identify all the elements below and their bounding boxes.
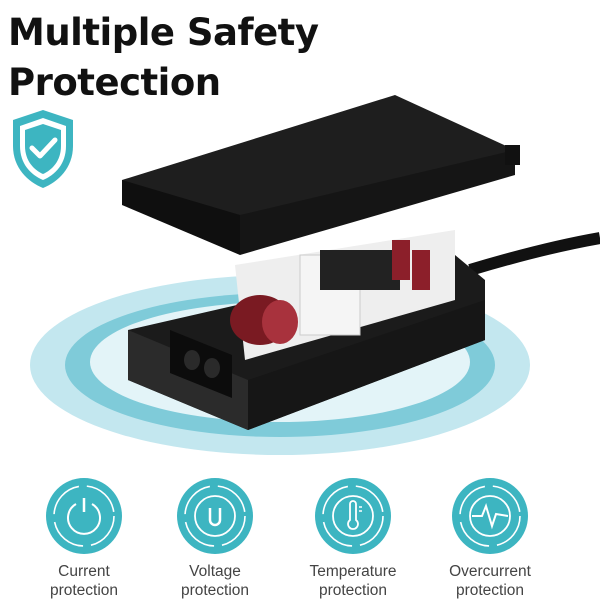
feature-current-protection: Current protection — [14, 476, 154, 600]
feature-label-line-2: protection — [455, 582, 525, 599]
adapter-lid — [122, 95, 515, 235]
headline-line-2: Protection — [8, 61, 221, 104]
headline: Multiple Safety Protection — [8, 8, 319, 108]
power-icon — [46, 478, 122, 554]
thermometer-icon — [315, 478, 391, 554]
feature-label-line-2: protection — [180, 582, 250, 599]
feature-label-line-2: protection — [318, 582, 388, 599]
feature-label-line-1: Voltage — [189, 563, 241, 580]
feature-label-line-1: Current — [58, 563, 110, 580]
pulse-wave-icon — [452, 478, 528, 554]
feature-voltage-protection: Voltage protection — [145, 476, 285, 600]
adapter-illustration — [30, 95, 600, 455]
feature-overcurrent-protection: Overcurrent protection — [420, 476, 560, 600]
feature-temperature-protection: Temperature protection — [283, 476, 423, 600]
feature-label-line-2: protection — [49, 582, 119, 599]
feature-label-line-1: Overcurrent — [449, 563, 531, 580]
shield-check-icon — [13, 110, 73, 188]
voltage-u-icon — [177, 478, 253, 554]
feature-label-line-1: Temperature — [309, 563, 397, 580]
power-socket — [170, 330, 232, 398]
headline-line-1: Multiple Safety — [8, 11, 319, 54]
